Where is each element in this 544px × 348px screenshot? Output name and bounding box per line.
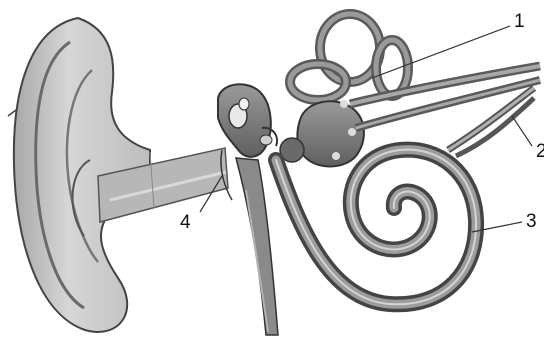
- callout-label-2: 2: [536, 142, 544, 161]
- eustachian-tube-icon: [236, 158, 278, 335]
- callout-label-4: 4: [180, 213, 191, 232]
- cochlea-icon: [276, 150, 476, 305]
- callout-label-1: 1: [514, 12, 525, 31]
- semicircular-canals-icon: [280, 14, 408, 167]
- leader-line-2: [512, 116, 532, 146]
- leader-line-1: [372, 26, 510, 78]
- callout-label-3: 3: [526, 212, 537, 231]
